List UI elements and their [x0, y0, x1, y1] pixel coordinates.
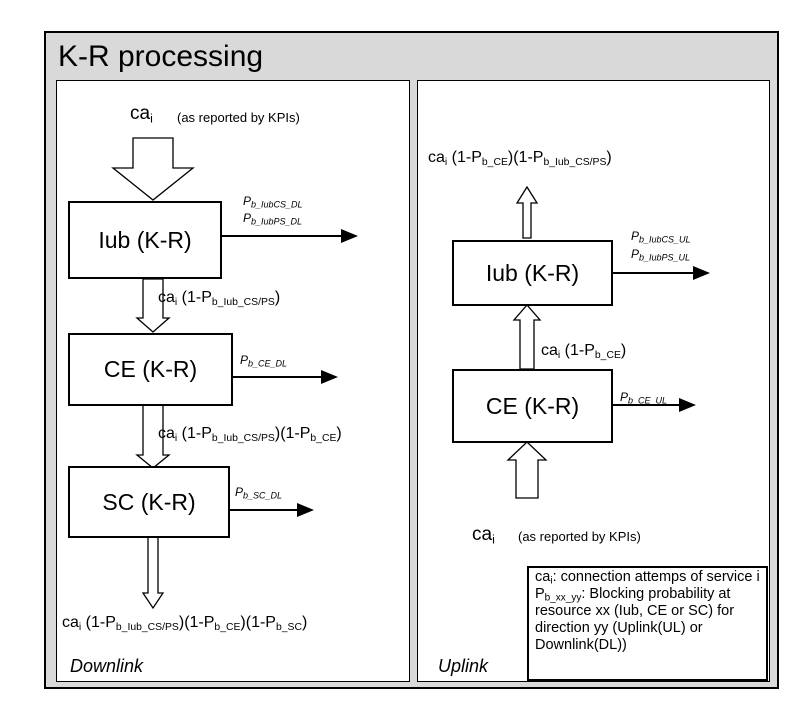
ul-iub-ps-blocking-label: Pb_IubPS_UL [631, 247, 691, 263]
downlink-label: Downlink [70, 656, 144, 676]
dl-sc-blocking-label: Pb_SC_DL [235, 485, 283, 501]
dl-flow-after-iub: cai (1-Pb_Iub_CS/PS) [158, 289, 281, 309]
dl-output-label: cai (1-Pb_Iub_CS/PS)(1-Pb_CE)(1-Pb_SC) [62, 614, 308, 634]
ul-iub-block-arrow-head [693, 266, 710, 280]
dl-ce-to-sc-arrow [135, 404, 171, 469]
ul-output-label: cai (1-Pb_CE)(1-Pb_Iub_CS/PS) [428, 149, 612, 169]
dl-output-arrow [141, 536, 165, 610]
ul-output-arrow [515, 185, 539, 239]
dl-ce-block-arrow-head [321, 370, 338, 384]
dl-iub-cs-blocking-label: Pb_IubCS_DL [243, 194, 303, 210]
ul-input-note: (as reported by KPIs) [518, 529, 641, 544]
legend-ca-symbol: ca [535, 569, 551, 585]
ul-input-arrow [506, 441, 548, 499]
diagram-title: K-R processing [58, 40, 264, 73]
dl-iub-block-arrow-head [341, 229, 358, 243]
dl-iub-box: Iub (K-R) [68, 201, 222, 279]
dl-ce-box: CE (K-R) [68, 333, 233, 406]
dl-sc-box: SC (K-R) [68, 466, 230, 538]
ul-ce-box: CE (K-R) [452, 369, 613, 443]
dl-ce-blocking-label: Pb_CE_DL [240, 353, 288, 369]
legend-p-subscript: b_xx_yy [544, 592, 582, 604]
dl-iub-ps-blocking-label: Pb_IubPS_DL [243, 211, 303, 227]
dl-input-label: cai [130, 103, 153, 126]
legend-ca-definition: : connection attemps of service i [552, 569, 760, 585]
legend-ca-subscript: i [550, 575, 553, 587]
legend-box: cai: connection attemps of service i Pb_… [527, 566, 768, 681]
ul-input-label: cai [472, 524, 495, 547]
ul-iub-box: Iub (K-R) [452, 240, 613, 306]
ul-ce-to-iub-arrow [512, 304, 542, 370]
ul-iub-cs-blocking-label: Pb_IubCS_UL [631, 229, 691, 245]
dl-flow-after-ce: cai (1-Pb_Iub_CS/PS)(1-Pb_CE) [158, 425, 342, 445]
legend-p-symbol: P [535, 586, 545, 602]
dl-iub-to-ce-arrow [135, 278, 171, 333]
dl-input-note: (as reported by KPIs) [177, 110, 300, 125]
ul-ce-block-arrow-head [679, 398, 696, 412]
uplink-label: Uplink [438, 656, 489, 676]
dl-sc-block-arrow-head [297, 503, 314, 517]
ul-flow-after-ce: cai (1-Pb_CE) [541, 342, 627, 362]
legend-p-definition: : Blocking probability at resource xx (I… [535, 586, 735, 653]
dl-input-arrow [111, 137, 195, 201]
ul-ce-blocking-label: Pb_CE_UL [620, 390, 668, 406]
